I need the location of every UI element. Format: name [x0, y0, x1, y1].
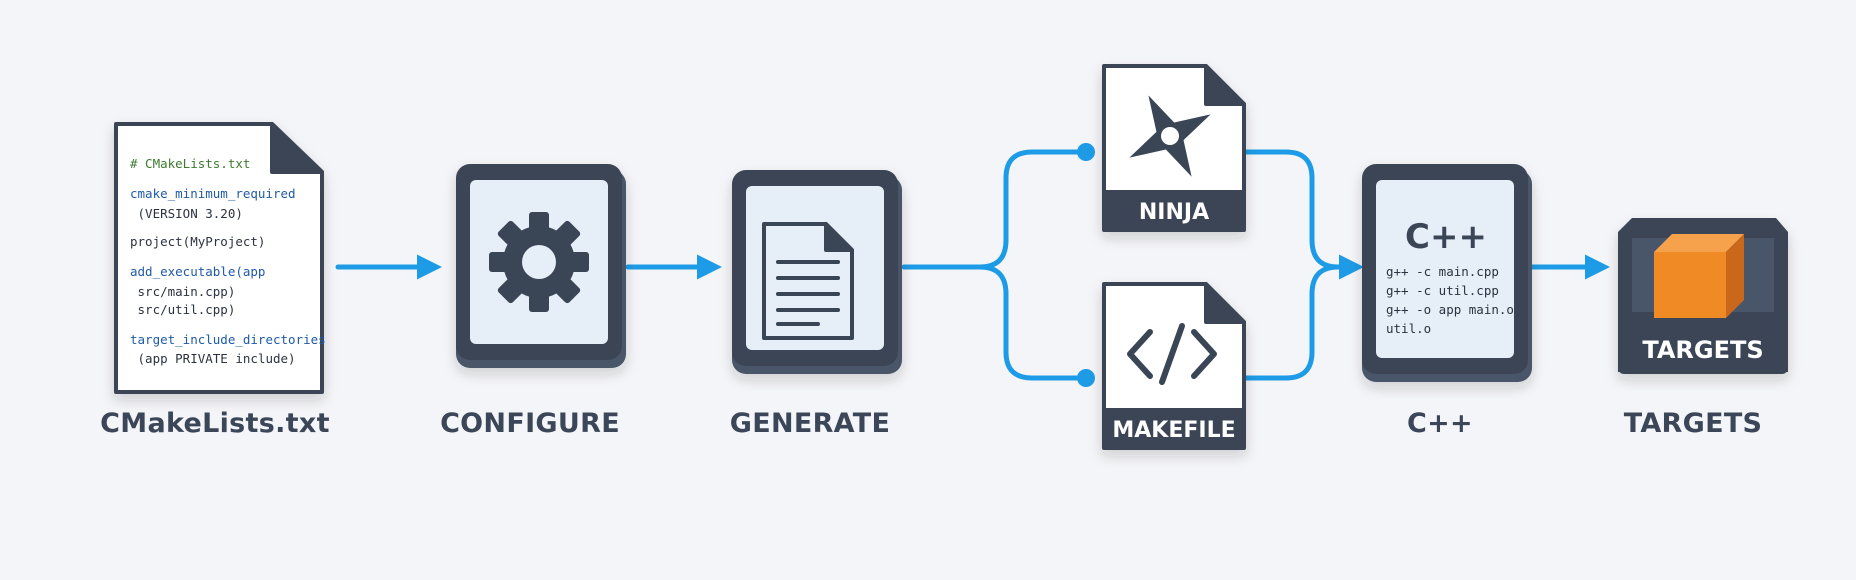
cmake-code-line: add_executable(app — [130, 264, 265, 279]
cmake-code-line: cmake_minimum_required — [130, 186, 296, 201]
targets-badge-label: TARGETS — [1642, 336, 1763, 364]
compile-commands: g++ -c main.cpp g++ -c util.cpp g++ -o app… — [1386, 264, 1514, 336]
makefile-badge-label: MAKEFILE — [1112, 418, 1235, 443]
document-icon — [762, 222, 854, 340]
code-brackets-icon — [1127, 323, 1217, 385]
cmake-code-line: project(MyProject) — [130, 234, 265, 249]
configure-label: CONFIGURE — [440, 408, 620, 439]
flow-arrows — [335, 143, 1610, 387]
cube-icon — [1654, 234, 1744, 318]
cmake-code-line: target_include_directories — [130, 332, 326, 347]
makefile-input-dot — [1077, 369, 1095, 387]
compile-command-line: util.o — [1386, 321, 1431, 336]
cmake-code-line: (app PRIVATE include) — [130, 351, 296, 366]
cmake-file-label: CMakeLists.txt — [100, 408, 330, 439]
ninja-badge-label: NINJA — [1139, 200, 1209, 225]
branch-to-makefile — [977, 264, 1089, 381]
cmake-code-line: src/util.cpp) — [130, 302, 235, 317]
compile-title: C++ — [1405, 217, 1487, 257]
ninja-star-icon — [1129, 95, 1211, 177]
cmake-code-line: # CMakeLists.txt — [130, 156, 250, 171]
compile-command-line: g++ -o app main.o — [1386, 302, 1514, 317]
compile-command-line: g++ -c main.cpp — [1386, 264, 1499, 279]
cmake-code-line: src/main.cpp) — [130, 284, 235, 299]
merge-from-ninja — [1241, 149, 1364, 280]
cmake-code-block: # CMakeLists.txt cmake_minimum_required (… — [130, 156, 326, 366]
compile-command-line: g++ -c util.cpp — [1386, 283, 1499, 298]
makefile-card[interactable] — [1102, 282, 1246, 450]
gear-icon — [489, 212, 589, 312]
cmake-file-card[interactable] — [114, 122, 324, 394]
generate-label: GENERATE — [729, 408, 891, 439]
compile-box[interactable] — [1362, 164, 1532, 382]
compile-label: C++ — [1407, 408, 1473, 439]
branch-to-ninja — [901, 149, 1089, 270]
cmake-code-line: (VERSION 3.20) — [130, 206, 243, 221]
merge-from-makefile — [1241, 264, 1341, 381]
targets-label: TARGETS — [1623, 408, 1763, 439]
ninja-input-dot — [1077, 143, 1095, 161]
